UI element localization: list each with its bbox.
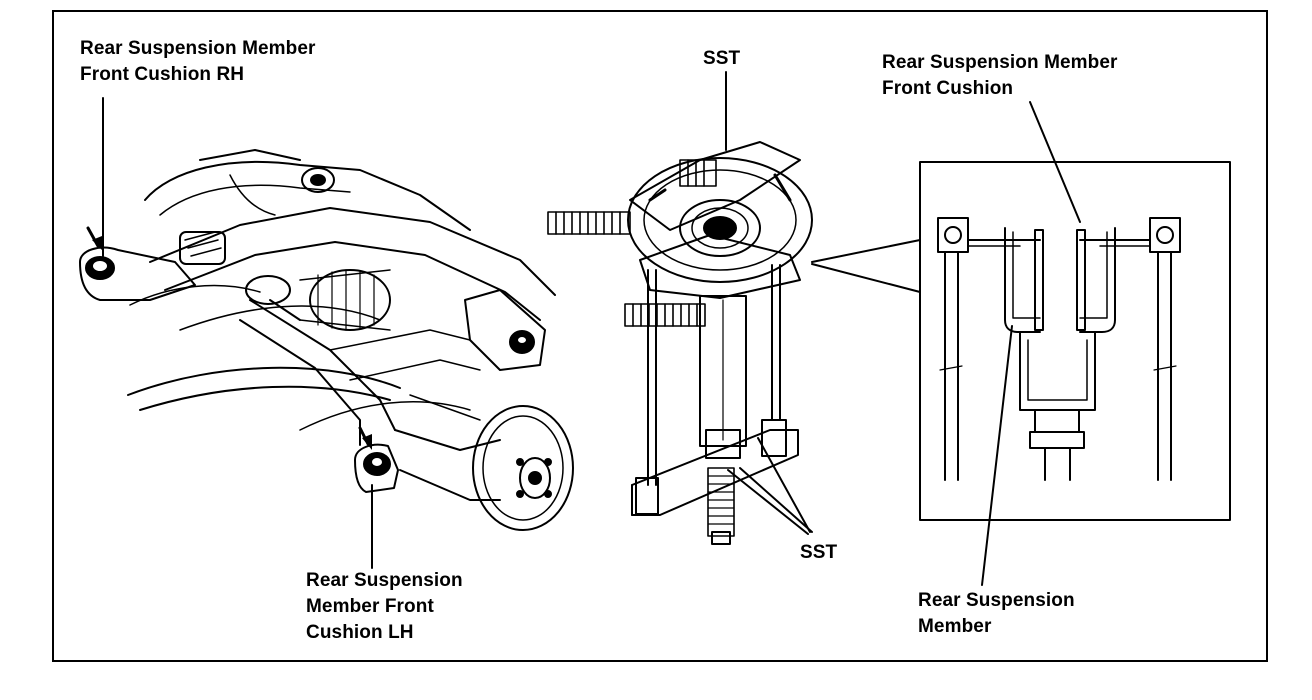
suspension-member-drawing [79, 97, 574, 569]
label-sst-top: SST [703, 48, 741, 69]
label-front-cushion-rh: Rear Suspension Member Front Cushion RH [80, 38, 316, 85]
detail-inset-drawing [919, 101, 1231, 586]
sst-press-drawing [547, 71, 921, 545]
label-front-cushion: Rear Suspension Member Front Cushion [882, 52, 1118, 99]
label-suspension-member: Rear Suspension Member [918, 590, 1075, 637]
label-sst-bottom: SST [800, 542, 838, 563]
figure-border [52, 10, 1268, 662]
label-front-cushion-lh: Rear Suspension Member Front Cushion LH [306, 570, 463, 643]
